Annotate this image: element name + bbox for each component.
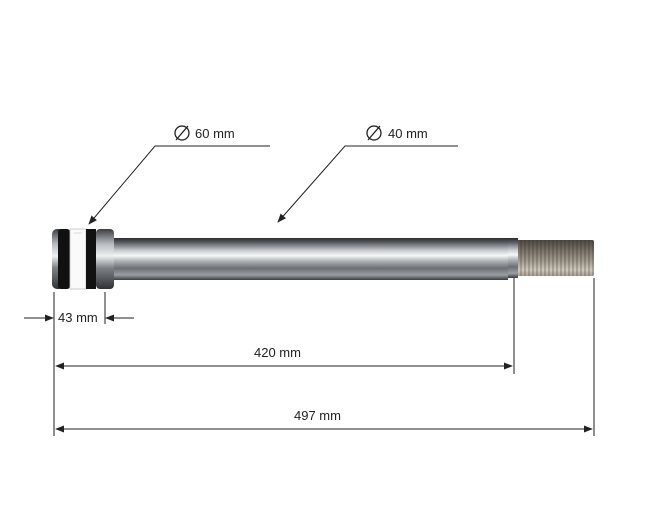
head-diameter-label: 60 mm xyxy=(195,126,235,141)
dimension-rod-length: 420 mm xyxy=(55,345,513,370)
rod-diameter-label: 40 mm xyxy=(388,126,428,141)
callout-head-diameter: 60 mm xyxy=(88,125,270,225)
diameter-icon xyxy=(366,125,382,141)
seal-ring-black xyxy=(58,229,70,289)
thread-collar xyxy=(506,238,518,278)
diameter-icon xyxy=(174,125,190,141)
head-length-label: 43 mm xyxy=(58,310,98,325)
rod-body xyxy=(104,238,508,280)
dimension-head-length: 43 mm xyxy=(24,310,134,325)
extension-lines xyxy=(53,278,595,436)
seal-ring-black-2 xyxy=(86,229,96,289)
dimension-total-length: 497 mm xyxy=(55,408,593,433)
threaded-end xyxy=(514,240,594,276)
piston-head xyxy=(52,228,114,290)
seal-ring-white xyxy=(69,228,87,290)
callout-rod-diameter: 40 mm xyxy=(277,125,458,223)
total-length-label: 497 mm xyxy=(294,408,341,423)
rod-length-label: 420 mm xyxy=(254,345,301,360)
shaft xyxy=(52,228,594,290)
